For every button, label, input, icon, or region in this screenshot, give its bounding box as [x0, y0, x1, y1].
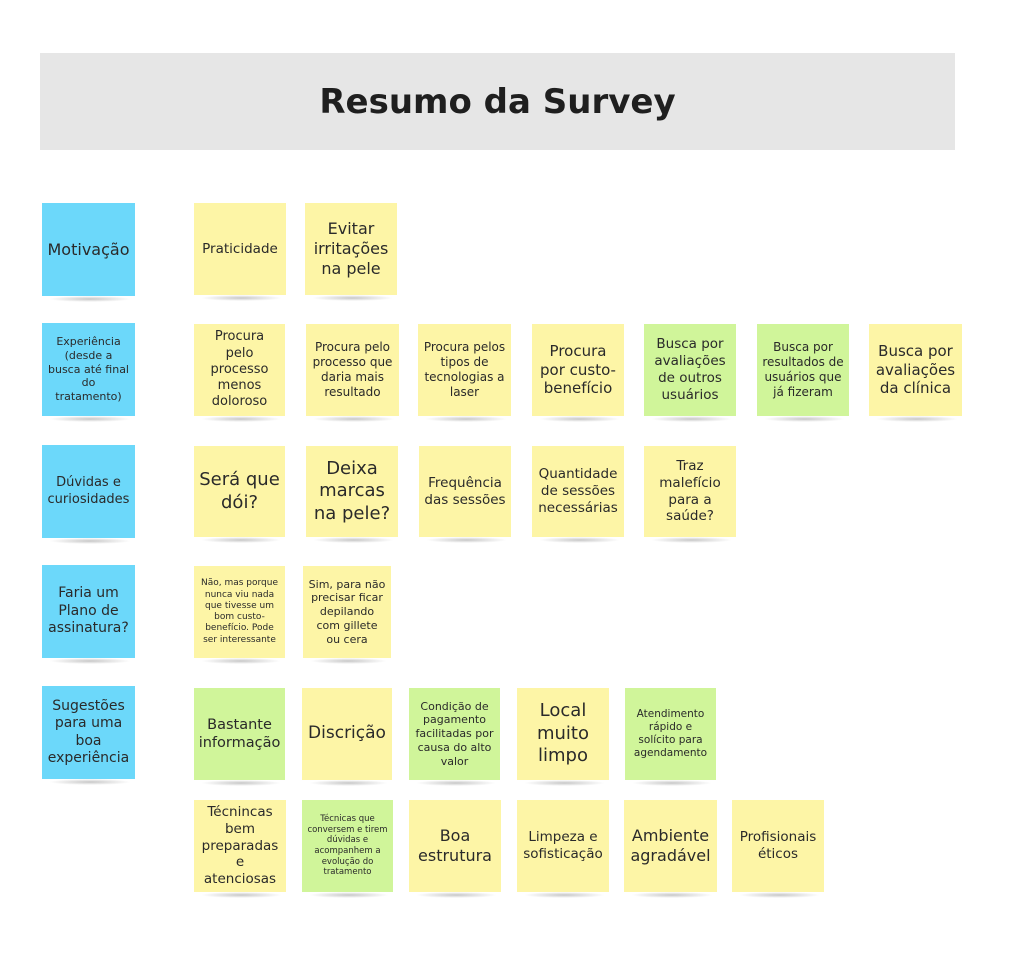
sticky-note[interactable]: Busca por avaliações da clínica: [869, 324, 962, 422]
sticky-note[interactable]: Quantidade de sessões necessárias: [532, 446, 624, 543]
sticky-note[interactable]: Limpeza e sofisticação: [517, 800, 609, 898]
sticky-note[interactable]: Sim, para não precisar ficar depilando c…: [303, 566, 391, 664]
sticky-note[interactable]: Procura pelos tipos de tecnologias a las…: [418, 324, 511, 422]
sticky-note[interactable]: Frequência das sessões: [419, 446, 511, 543]
sticky-note[interactable]: Procura pelo processo que daria mais res…: [306, 324, 399, 422]
sticky-note[interactable]: Procura pelo processo menos doloroso: [194, 324, 285, 422]
sticky-note[interactable]: Boa estrutura: [409, 800, 501, 898]
sticky-note[interactable]: Técnincas bem preparadas e atenciosas: [194, 800, 286, 898]
sticky-note[interactable]: Local muito limpo: [517, 688, 609, 786]
sticky-note[interactable]: Ambiente agradável: [624, 800, 717, 898]
title-banner: Resumo da Survey: [40, 53, 955, 150]
category-motivacao[interactable]: Motivação: [42, 203, 135, 302]
sticky-note[interactable]: Procura por custo-benefício: [532, 324, 624, 422]
sticky-note[interactable]: Discrição: [302, 688, 392, 786]
sticky-note[interactable]: Profisionais éticos: [732, 800, 824, 898]
sticky-note-highlight[interactable]: Busca por avaliações de outros usuários: [644, 324, 736, 422]
category-plano-assinatura[interactable]: Faria um Plano de assinatura?: [42, 565, 135, 664]
category-sugestoes[interactable]: Sugestões para uma boa experiência: [42, 686, 135, 785]
sticky-note[interactable]: Traz malefício para a saúde?: [644, 446, 736, 543]
sticky-note[interactable]: Não, mas porque nunca viu nada que tives…: [194, 566, 285, 664]
sticky-note-highlight[interactable]: Bastante informação: [194, 688, 285, 786]
category-experiencia[interactable]: Experiência (desde a busca até final do …: [42, 323, 135, 422]
sticky-note-highlight[interactable]: Atendimento rápido e solícito para agend…: [625, 688, 716, 786]
category-duvidas[interactable]: Dúvidas e curiosidades: [42, 445, 135, 544]
sticky-note-highlight[interactable]: Busca por resultados de usuários que já …: [757, 324, 849, 422]
sticky-note[interactable]: Praticidade: [194, 203, 286, 301]
sticky-note[interactable]: Será que dói?: [194, 446, 285, 543]
sticky-note-highlight[interactable]: Condição de pagamento facilitadas por ca…: [409, 688, 500, 786]
sticky-note[interactable]: Deixa marcas na pele?: [306, 446, 398, 543]
sticky-note[interactable]: Evitar irritações na pele: [305, 203, 397, 301]
page-title: Resumo da Survey: [319, 81, 676, 122]
sticky-note-highlight[interactable]: Técnicas que conversem e tirem dúvidas e…: [302, 800, 393, 898]
